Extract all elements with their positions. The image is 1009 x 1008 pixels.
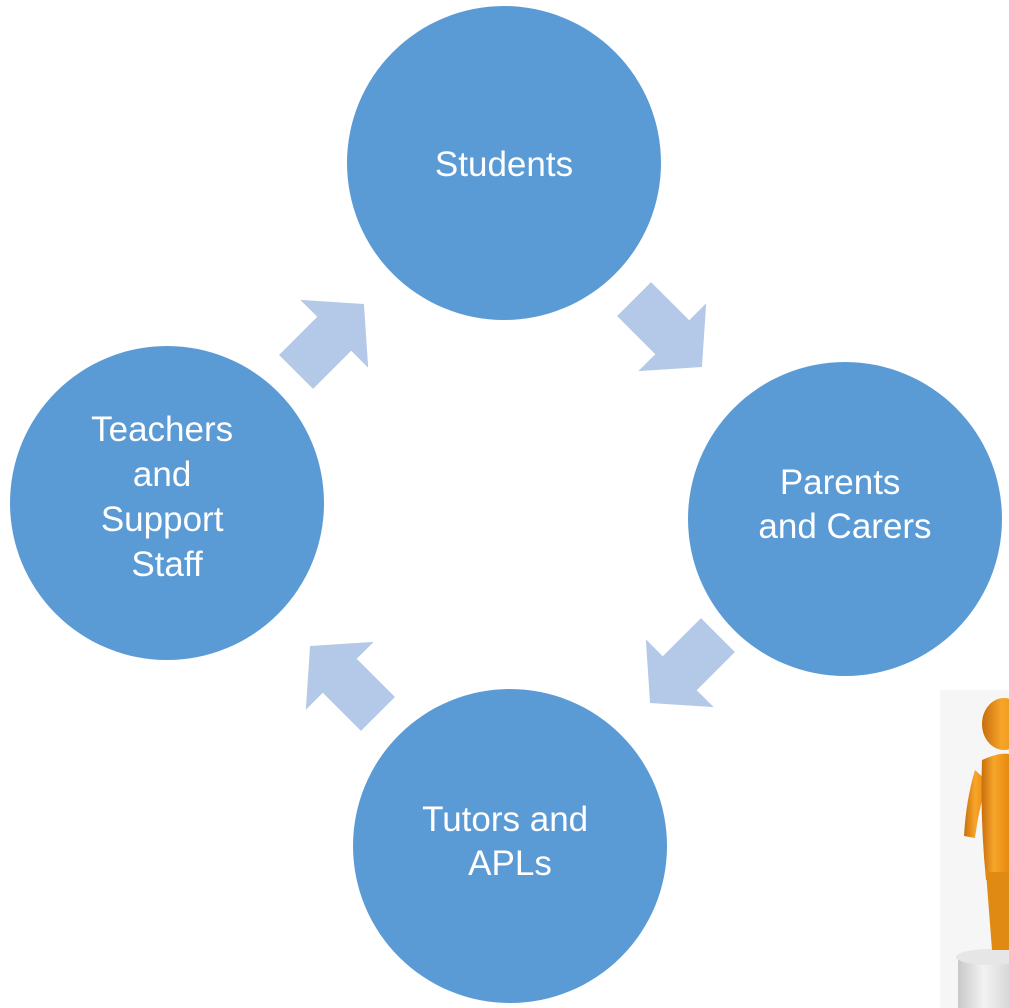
node-tutors-line: Tutors and [422, 800, 588, 839]
node-tutors: Tutors and APLs [353, 689, 667, 1003]
person-figure-icon [940, 690, 1009, 1008]
node-parents-line: Parents [780, 463, 901, 502]
svg-text:Teachers and Suppo: Teachers and Support Staff [91, 410, 243, 584]
node-students: Students [347, 6, 661, 320]
svg-text:Parents and Carers: Parents and Carers [758, 463, 931, 546]
svg-text:Students: Students [435, 145, 573, 184]
arrow-parents-to-tutors [645, 618, 735, 708]
svg-text:Tutors and APLs: Tutors and APLs [422, 800, 598, 883]
node-parents-line: and Carers [758, 507, 931, 546]
node-parents: Parents and Carers [688, 362, 1002, 676]
node-teachers-line: and [133, 455, 191, 494]
node-teachers: Teachers and Support Staff [10, 346, 324, 660]
cycle-arrows [279, 282, 735, 731]
node-teachers-line: Teachers [91, 410, 233, 449]
node-teachers-line: Support [101, 500, 224, 539]
node-teachers-line: Staff [131, 545, 203, 584]
arrow-students-to-parents [617, 282, 707, 372]
node-students-line: Students [435, 145, 573, 184]
arrow-tutors-to-teachers [305, 641, 395, 731]
arrow-teachers-to-students [279, 299, 369, 389]
node-tutors-line: APLs [468, 844, 552, 883]
